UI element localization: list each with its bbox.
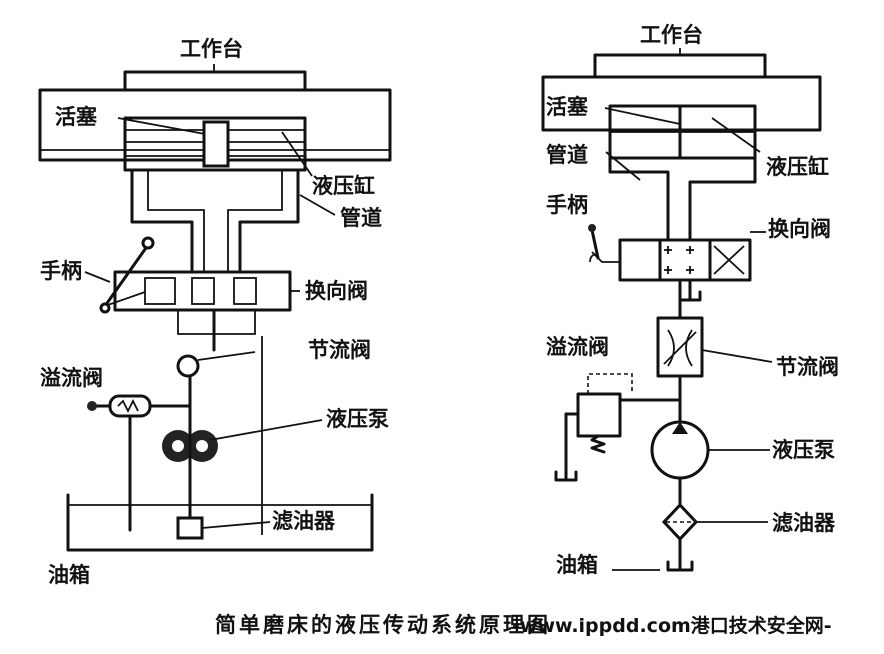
right-reversing-valve xyxy=(618,238,752,282)
left-pipe-b xyxy=(238,168,300,274)
left-label-pump: 液压泵 xyxy=(326,407,389,431)
left-pump-icon xyxy=(162,430,218,462)
left-piston xyxy=(202,120,230,168)
right-relief-valve-icon xyxy=(554,373,682,482)
diagram-caption: 简单磨床的液压传动系统原理图 xyxy=(215,613,551,637)
left-label-pipe: 管道 xyxy=(340,206,382,230)
right-label-pump: 液压泵 xyxy=(772,438,835,462)
left-handle-icon xyxy=(99,236,155,314)
right-label-tank: 油箱 xyxy=(556,553,598,577)
right-label-worktable: 工作台 xyxy=(640,23,703,47)
right-label-pipe: 管道 xyxy=(546,143,588,167)
right-handle-icon xyxy=(588,224,620,263)
right-label-throttle-valve: 节流阀 xyxy=(776,355,839,379)
right-worktable-body xyxy=(541,75,822,132)
left-tank xyxy=(66,493,374,552)
left-filter-icon xyxy=(176,516,204,540)
right-pump-icon xyxy=(650,420,710,480)
left-label-filter: 滤油器 xyxy=(272,509,336,533)
left-worktable-top xyxy=(123,70,307,92)
right-label-filter: 滤油器 xyxy=(772,511,836,535)
left-label-reversing-valve: 换向阀 xyxy=(305,279,368,303)
left-label-handle: 手柄 xyxy=(40,259,82,283)
right-worktable-top xyxy=(593,53,767,79)
right-label-relief-valve: 溢流阀 xyxy=(546,335,609,359)
left-pipe-a xyxy=(130,168,194,274)
left-relief-valve-icon xyxy=(87,394,152,418)
left-label-throttle-valve: 节流阀 xyxy=(308,338,371,362)
left-pictorial-diagram: 工作台 活塞 液压缸 管道 手柄 换向阀 节流阀 溢流阀 液压泵 滤油器 油箱 xyxy=(38,37,392,587)
right-label-handle: 手柄 xyxy=(546,193,588,217)
left-label-piston: 活塞 xyxy=(55,105,98,129)
left-worktable-body xyxy=(38,88,392,162)
left-cylinder xyxy=(123,116,307,172)
left-label-tank: 油箱 xyxy=(48,563,90,587)
right-label-cylinder: 液压缸 xyxy=(766,155,829,179)
site-watermark: -www.ippdd.com港口技术安全网- xyxy=(512,614,832,637)
right-symbolic-diagram: 工作台 活塞 管道 液压缸 手柄 换向阀 溢流阀 节流阀 液压泵 滤油器 油箱 xyxy=(541,23,839,577)
left-label-relief-valve: 溢流阀 xyxy=(40,366,103,390)
left-label-worktable: 工作台 xyxy=(180,37,243,61)
left-label-cylinder: 液压缸 xyxy=(312,174,375,198)
left-throttle-valve-icon xyxy=(176,354,200,378)
right-throttle-valve-icon xyxy=(656,316,704,378)
right-label-piston: 活塞 xyxy=(546,95,589,119)
right-tank-icon xyxy=(666,560,694,572)
right-filter-icon xyxy=(661,502,699,542)
right-label-reversing-valve: 换向阀 xyxy=(768,217,831,241)
